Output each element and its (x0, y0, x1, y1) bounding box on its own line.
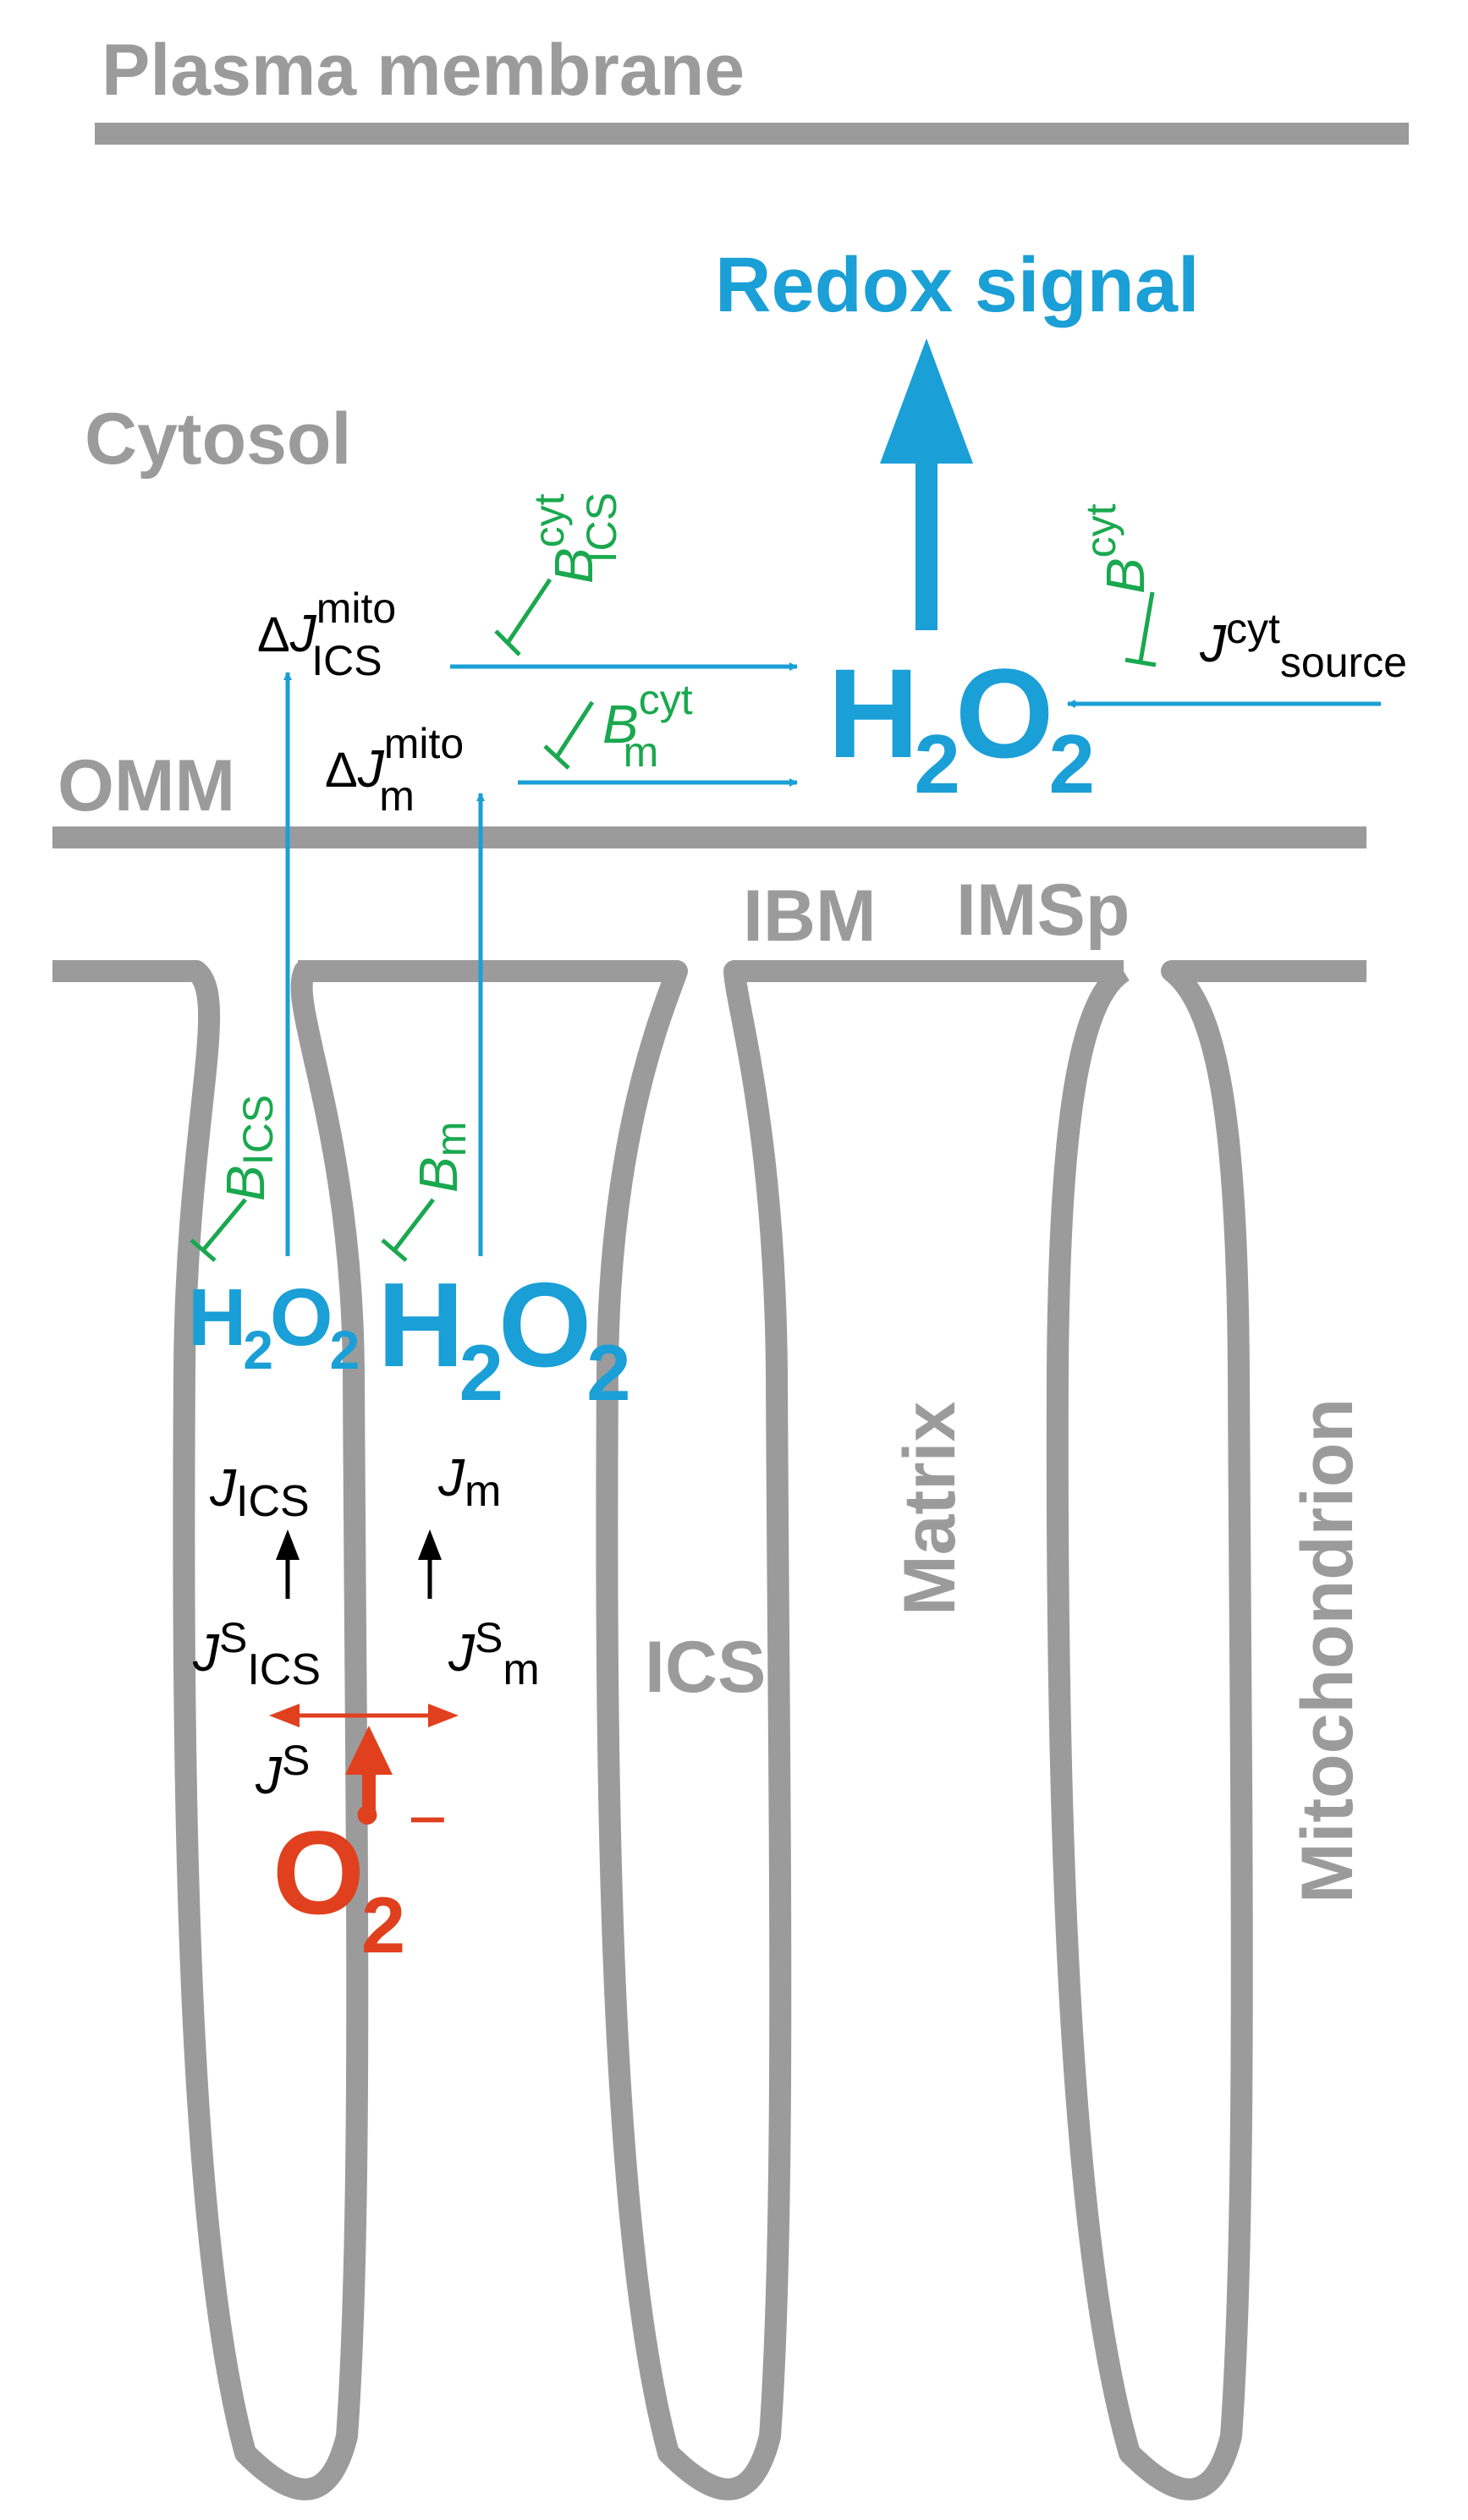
ics-h2o2-formula: H2O2 (188, 1272, 359, 1381)
matrix-h2o2-formula: H2O2 (377, 1258, 628, 1417)
b-m-inhibit-bar (381, 1238, 408, 1262)
b-m-cyt-inhibit-bar (543, 744, 570, 770)
omm-label: OMM (58, 745, 235, 826)
b-cyt-buffer: Bcyt (1077, 503, 1157, 667)
js-ics-label: JSICS (192, 1614, 321, 1694)
cytosolic-h2o2: H2O2 (827, 642, 1097, 810)
b-m-cyt-inhibit-stem (554, 700, 595, 759)
b-m-buffer-label: Bm (408, 1122, 475, 1193)
j-m-flux-arrow (418, 1529, 442, 1599)
cytosolic-h2o2-formula: H2O2 (827, 642, 1092, 810)
j-m-label: Jm (437, 1449, 501, 1516)
inner-membrane-cristae-3 (1046, 960, 1366, 2501)
b-cyt-inhibit-bar (1124, 657, 1157, 667)
j-ics-label: JICS (209, 1459, 310, 1526)
b-ics-buffer-label: BICS (215, 1095, 282, 1201)
inner-membrane-cristae-2 (298, 960, 1124, 2501)
b-ics-inhibit-bar (190, 1238, 217, 1262)
b-ics-inhibit-stem (201, 1198, 247, 1252)
ics-label: ICS (645, 1627, 766, 1708)
b-ics-cyt-inhibit-stem (505, 578, 553, 645)
superoxide-split-arrow (269, 1704, 459, 1727)
js-label: JS (255, 1737, 310, 1805)
inner-membrane-cristae-1 (52, 960, 379, 2501)
superoxide-radical-dot: • (355, 1776, 379, 1852)
superoxide-formula: O2 (272, 1806, 403, 1969)
mitochondrion-label: Mitochondrion (1287, 1398, 1368, 1903)
plasma-membrane-label: Plasma membrane (102, 30, 745, 111)
j-ics-flux-arrow (276, 1529, 300, 1599)
j-cyt-source-label: Jcytsource (1199, 605, 1407, 686)
js-m-label: JSm (448, 1614, 540, 1694)
cytosol-label: Cytosol (85, 398, 351, 480)
b-ics-buffer: BICS (190, 1095, 282, 1262)
ibm-label: IBM (743, 876, 877, 957)
b-m-inhibit-stem (393, 1198, 435, 1252)
imsp-label: IMSp (956, 870, 1130, 951)
b-cyt-buffer-label: Bcyt (1077, 503, 1156, 594)
superoxide-production-arrow (345, 1726, 393, 1810)
superoxide-minus-sign: − (408, 1782, 448, 1857)
b-cyt-inhibit-stem (1138, 591, 1155, 662)
redox-signal-label: Redox signal (715, 242, 1200, 328)
matrix-label: Matrix (889, 1402, 970, 1616)
redox-signal-arrow-head (880, 338, 973, 464)
b-m-buffer: Bm (381, 1122, 475, 1262)
b-ics-cyt-inhibit-bar (494, 629, 521, 656)
